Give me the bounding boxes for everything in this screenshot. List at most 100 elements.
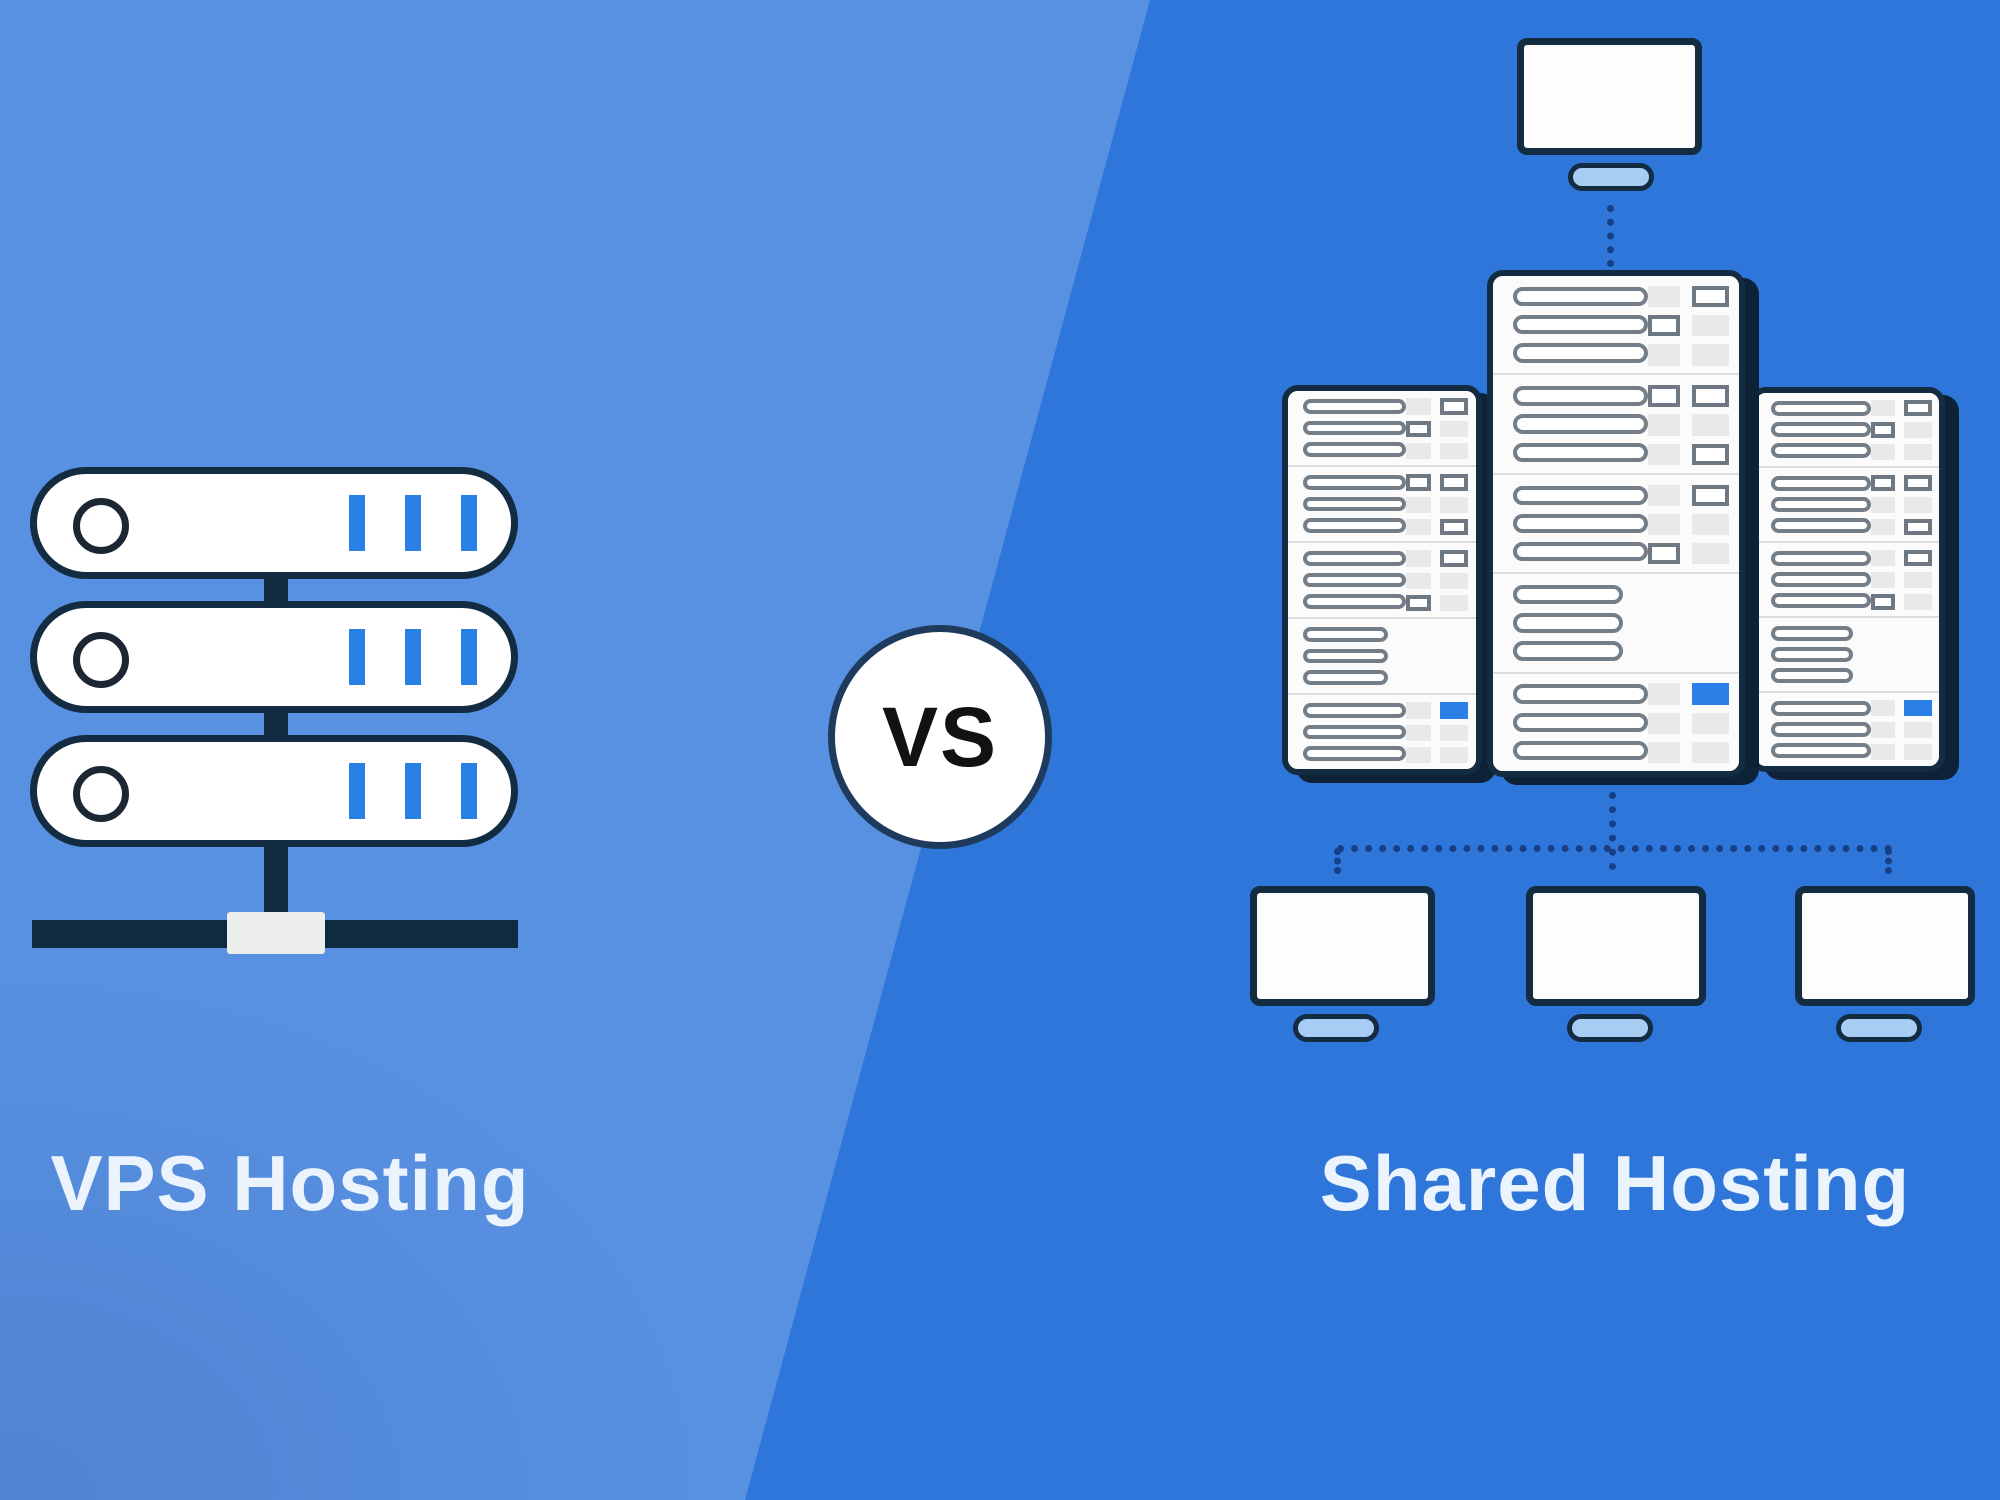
rack-slot-icon xyxy=(1512,343,1648,363)
rack-module-icon xyxy=(1692,712,1730,734)
network-base-node xyxy=(227,912,325,954)
rack-slot-icon xyxy=(1303,496,1407,512)
rack-module-icon xyxy=(1440,518,1469,536)
rack-slot-icon xyxy=(1303,746,1407,761)
rack-slot-icon xyxy=(1512,513,1648,534)
active-led-icon xyxy=(1692,683,1730,705)
rack-module-icon xyxy=(1871,444,1896,461)
drive-bar-icon xyxy=(461,629,477,685)
rack-slot-icon xyxy=(1770,593,1872,608)
rack-module-icon xyxy=(1904,722,1932,739)
rack-module-icon xyxy=(1440,724,1469,741)
rack-module-icon xyxy=(1440,572,1469,589)
rack-module-icon xyxy=(1692,314,1730,337)
monitor-stand-icon xyxy=(1836,1014,1922,1042)
rack-module-icon xyxy=(1692,344,1730,366)
rack-module-icon xyxy=(1406,572,1431,589)
rack-slot-icon xyxy=(1770,551,1872,566)
server-tower-section-a xyxy=(1493,276,1739,374)
rack-module-icon xyxy=(1871,744,1896,761)
rack-module-icon xyxy=(1904,444,1932,461)
rack-module-icon xyxy=(1871,519,1896,536)
rack-slot-icon xyxy=(1303,475,1407,490)
rack-slot-icon xyxy=(1770,497,1872,512)
server-tower-section-pills xyxy=(1288,617,1476,693)
rack-module-icon xyxy=(1406,398,1431,415)
rack-module-icon xyxy=(1692,513,1730,536)
rack-slot-icon xyxy=(1512,712,1648,733)
rack-slot-icon xyxy=(1303,724,1407,740)
client-monitor-icon xyxy=(1795,886,1975,1006)
dotted-link-right xyxy=(1885,848,1892,874)
drive-bar-icon xyxy=(405,495,421,551)
left-panel-title: VPS Hosting xyxy=(50,1139,530,1227)
rack-module-icon xyxy=(1406,550,1431,567)
rack-module-icon xyxy=(1871,475,1896,492)
drive-bar-icon xyxy=(405,629,421,685)
dotted-link-top xyxy=(1607,205,1614,267)
rack-slot-icon xyxy=(1512,542,1648,562)
rack-module-icon xyxy=(1647,314,1680,337)
server-tower-section-blue xyxy=(1493,671,1739,771)
rack-module-icon xyxy=(1440,746,1469,764)
rack-module-icon xyxy=(1692,484,1730,506)
dotted-link-left xyxy=(1334,848,1341,874)
rack-slot-icon xyxy=(1770,572,1872,587)
monitor-stand-icon xyxy=(1568,163,1654,191)
rack-module-icon xyxy=(1692,385,1730,407)
vs-badge: VS xyxy=(828,625,1052,849)
rack-module-icon xyxy=(1647,385,1680,407)
server-tower-section-a xyxy=(1288,391,1476,465)
rack-slot-icon xyxy=(1512,740,1648,761)
admin-monitor-icon xyxy=(1517,38,1702,155)
server-unit-icon xyxy=(30,735,518,847)
rack-module-icon xyxy=(1904,400,1932,417)
client-monitor-icon xyxy=(1250,886,1435,1006)
rack-module-icon xyxy=(1406,496,1431,513)
rack-module-icon xyxy=(1440,594,1469,612)
rack-module-icon xyxy=(1904,519,1932,536)
drive-bar-icon xyxy=(405,763,421,819)
server-tower-section-c xyxy=(1756,541,1939,616)
monitor-stand-icon xyxy=(1567,1014,1653,1042)
rack-slot-icon xyxy=(1303,627,1388,642)
right-panel-title: Shared Hosting xyxy=(1319,1139,1911,1227)
rack-slot-icon xyxy=(1303,551,1407,566)
rack-slot-icon xyxy=(1770,422,1872,437)
dotted-link-center xyxy=(1609,792,1616,870)
power-indicator-icon xyxy=(73,632,129,688)
rack-slot-icon xyxy=(1770,668,1853,683)
rack-module-icon xyxy=(1692,285,1730,308)
rack-module-icon xyxy=(1904,475,1932,492)
rack-slot-icon xyxy=(1303,518,1407,533)
rack-module-icon xyxy=(1904,497,1932,514)
rack-module-icon xyxy=(1692,414,1730,436)
rack-slot-icon xyxy=(1770,626,1853,641)
rack-module-icon xyxy=(1440,474,1469,491)
rack-slot-icon xyxy=(1303,572,1407,588)
rack-slot-icon xyxy=(1303,703,1407,718)
dotted-link-horizontal xyxy=(1337,845,1892,852)
rack-module-icon xyxy=(1904,422,1932,439)
rack-slot-icon xyxy=(1512,442,1648,463)
active-led-icon xyxy=(1904,700,1932,717)
server-tower-section-b xyxy=(1288,465,1476,541)
rack-module-icon xyxy=(1871,594,1896,611)
server-stack-pole xyxy=(264,840,288,926)
rack-module-icon xyxy=(1904,550,1932,567)
rack-slot-icon xyxy=(1512,286,1648,307)
active-led-icon xyxy=(1440,702,1469,719)
rack-slot-icon xyxy=(1512,641,1624,661)
server-tower-section-b xyxy=(1493,373,1739,473)
rack-module-icon xyxy=(1406,594,1431,612)
rack-slot-icon xyxy=(1770,647,1853,662)
rack-module-icon xyxy=(1440,496,1469,513)
rack-module-icon xyxy=(1647,344,1680,366)
vs-label: VS xyxy=(881,689,999,784)
rack-slot-icon xyxy=(1770,743,1872,758)
rack-slot-icon xyxy=(1303,399,1407,414)
rack-slot-icon xyxy=(1512,314,1648,335)
power-indicator-icon xyxy=(73,766,129,822)
drive-bar-icon xyxy=(349,763,365,819)
